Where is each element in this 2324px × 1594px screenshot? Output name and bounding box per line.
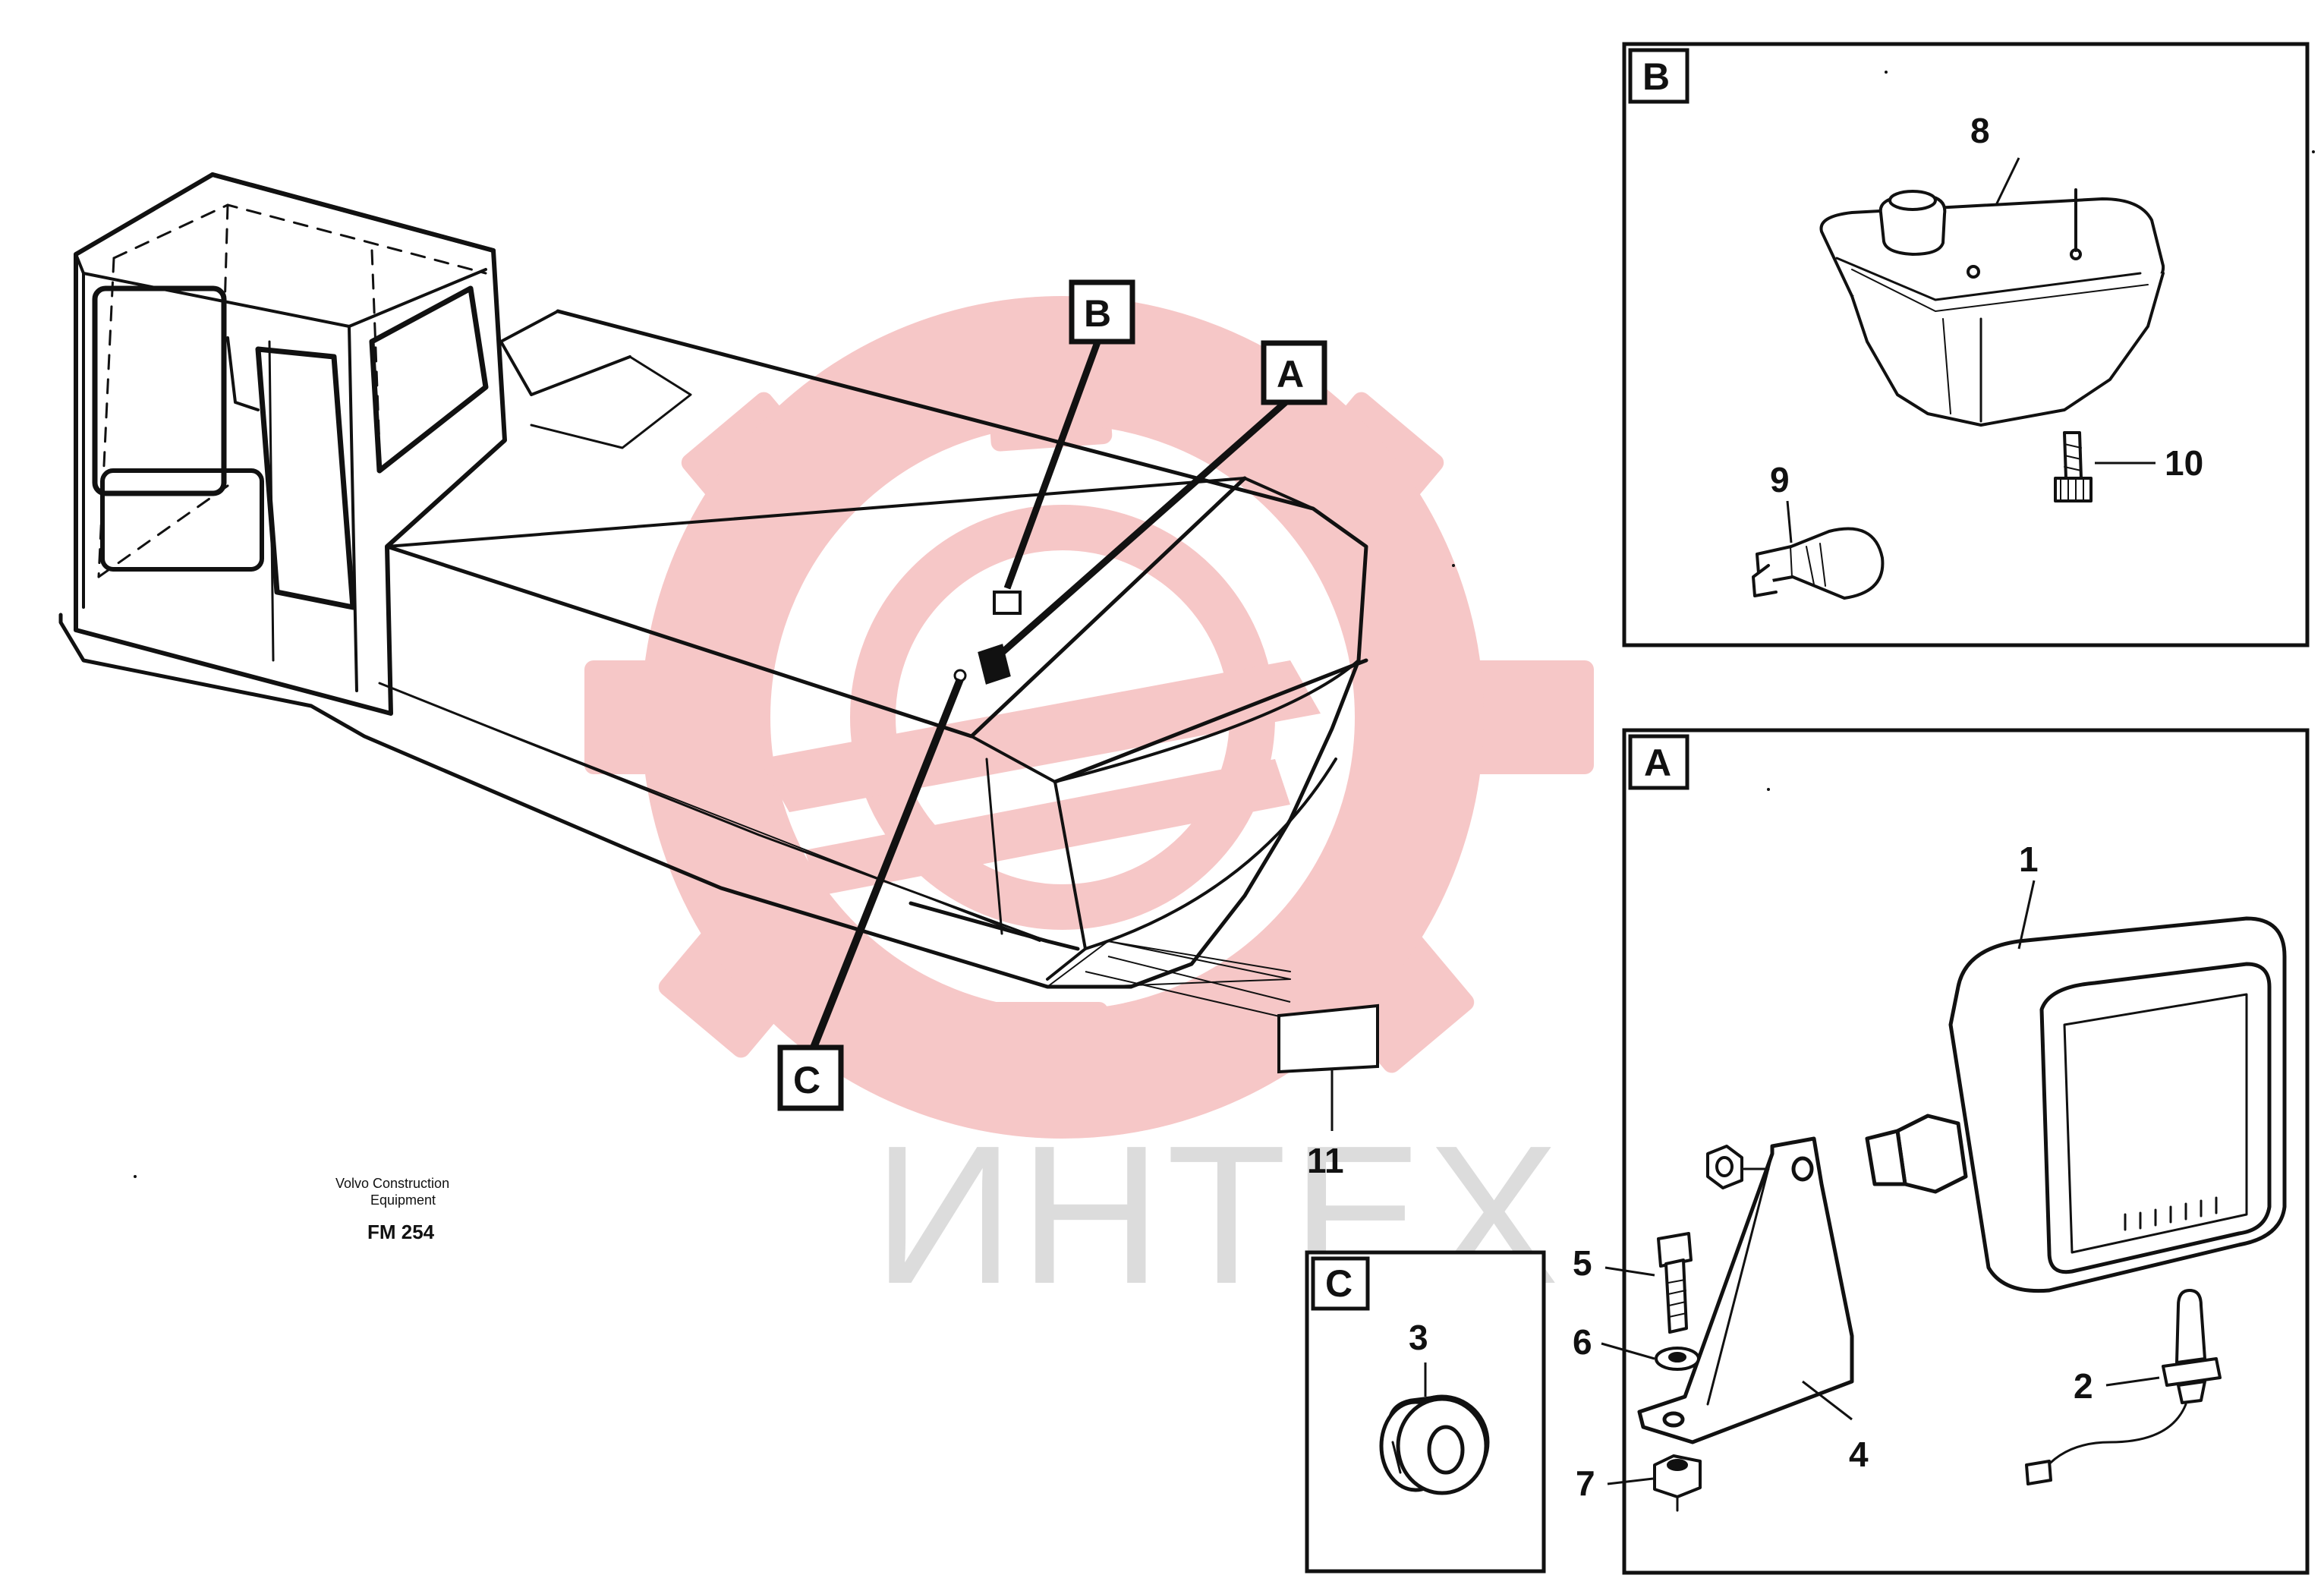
- part-1-work-lamp: [1865, 916, 2287, 1293]
- callout-box-a: A: [1261, 340, 1327, 405]
- part-9-number: 9: [1770, 460, 1790, 499]
- part-4-number: 4: [1849, 1435, 1869, 1474]
- part-11-decal: 11: [1085, 956, 1379, 1180]
- part-5-number: 5: [1573, 1243, 1592, 1283]
- part-9-bulb: [1752, 527, 1885, 600]
- detail-c-label: C: [1325, 1262, 1353, 1305]
- operator-cab: [74, 172, 507, 716]
- leader-b: [1003, 332, 1104, 590]
- part-10-screw: [2054, 431, 2093, 502]
- part-5-bolt: [1657, 1232, 1693, 1334]
- callout-c-label: C: [793, 1059, 820, 1101]
- part-1-number: 1: [2019, 840, 2039, 879]
- component-b-marker: [993, 591, 1022, 615]
- callout-leaders: [808, 332, 1296, 1053]
- scan-specks: [134, 71, 2315, 1178]
- callout-b-label: B: [1084, 292, 1111, 335]
- hood-components: [953, 591, 1022, 685]
- callout-a-label: A: [1277, 353, 1304, 395]
- part-3-grommet: [1379, 1394, 1490, 1495]
- detail-b-label: B: [1642, 55, 1670, 98]
- watermark-gear-logo: [584, 296, 1594, 1139]
- bracket-nut: [1706, 1145, 1770, 1189]
- part-7-number: 7: [1576, 1463, 1595, 1503]
- caption-drawing-code: FM 254: [367, 1221, 435, 1243]
- caption-manufacturer-line2: Equipment: [370, 1192, 436, 1208]
- leader-a: [1000, 392, 1296, 656]
- callout-box-c: C: [777, 1044, 844, 1111]
- detail-box-c: C 3: [1305, 1250, 1546, 1574]
- part-3-number: 3: [1409, 1318, 1428, 1357]
- detail-box-b: B 8 9: [1622, 42, 2310, 647]
- part-6-number: 6: [1573, 1322, 1592, 1362]
- callout-box-b: B: [1069, 279, 1135, 345]
- part-8-work-lamp-housing: [1819, 188, 2165, 427]
- part-6-washer: [1655, 1347, 1700, 1371]
- drawing-caption: Volvo Construction Equipment FM 254: [335, 1176, 449, 1243]
- machine-upper-structure: [58, 309, 1368, 989]
- caption-manufacturer: Volvo Construction: [335, 1176, 449, 1191]
- part-11-number: 11: [1307, 1141, 1344, 1180]
- part-7-nut: [1653, 1454, 1702, 1512]
- leader-c: [808, 678, 964, 1053]
- detail-box-a: A 1 4: [1573, 728, 2310, 1575]
- part-2-number: 2: [2074, 1366, 2093, 1406]
- detail-a-label: A: [1644, 742, 1671, 784]
- part-2-bulb-holder: [2025, 1289, 2222, 1485]
- part-10-number: 10: [2165, 443, 2203, 483]
- part-8-number: 8: [1970, 111, 1990, 150]
- part-4-bracket: [1637, 1136, 1854, 1444]
